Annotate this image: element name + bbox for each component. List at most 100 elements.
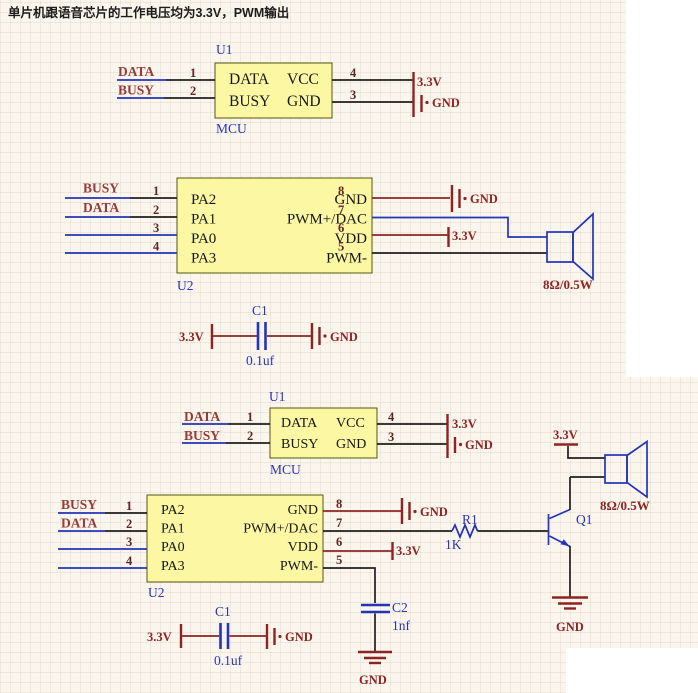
pin-label-pa0: PA0: [191, 231, 216, 247]
part-type-label: MCU: [216, 121, 247, 136]
resistor-icon: [451, 522, 479, 540]
power-label-33v: 3.3V: [179, 330, 204, 344]
pin-label-pa1: PA1: [191, 212, 216, 228]
ground-dot-icon: [458, 442, 463, 447]
power-label-33v: 3.3V: [452, 417, 477, 431]
component-value: 1nf: [392, 618, 411, 633]
bottom-c1-capacitor: C1 3.3V GND 0.1uf: [147, 604, 313, 668]
ground-dot-icon: [463, 196, 467, 201]
speaker-horn-icon: [626, 439, 648, 499]
chip-body: [176, 177, 373, 274]
speaker-icon: [546, 231, 574, 263]
power-label-gnd: GND: [420, 505, 448, 519]
power-label-gnd: GND: [470, 192, 498, 206]
top-c1-capacitor: C1 3.3V GND 0.1uf: [179, 303, 358, 368]
power-label-33v: 3.3V: [553, 428, 578, 442]
top-u2-block: U2 PA2 PA1 PA0 PA3 GND PWM+/DAC VDD PWM-…: [65, 177, 547, 293]
speaker-icon: [604, 454, 628, 484]
emitter-arrow-icon: [560, 539, 570, 547]
pin-number: 1: [153, 184, 159, 198]
pin-number: 3: [388, 430, 394, 444]
power-label-gnd: GND: [285, 630, 313, 644]
transistor-collector-icon: [549, 508, 571, 520]
top-u1-mcu-block: U1 DATA VCC BUSY GND MCU DATA 1 BUSY 2 4…: [117, 42, 460, 136]
speaker-top-wire: [567, 446, 605, 459]
pin-label-busy: BUSY: [229, 93, 270, 110]
pin-number: 3: [350, 88, 356, 102]
pin-number: 2: [126, 517, 132, 531]
component-value: 1K: [445, 537, 462, 552]
net-label-data: DATA: [184, 409, 220, 424]
pin-label-vdd: VDD: [335, 231, 368, 247]
pin-number: 5: [338, 240, 344, 254]
pin-label-busy: BUSY: [281, 437, 318, 452]
component-value: 0.1uf: [246, 353, 275, 368]
pin-number: 7: [336, 516, 342, 530]
pin-label-pa2: PA2: [191, 192, 216, 208]
pin-number: 4: [153, 240, 160, 254]
pwm-minus-wire: [323, 567, 376, 603]
ground-dot-icon: [425, 100, 429, 105]
pin-number: 3: [153, 221, 159, 235]
pin-number: 4: [350, 66, 357, 80]
pin-label-gnd: GND: [287, 93, 321, 110]
pin-number: 8: [338, 184, 344, 198]
ref-designator: Q1: [576, 512, 593, 527]
power-label-gnd: GND: [556, 620, 584, 634]
pin-label-gnd: GND: [336, 437, 366, 452]
page-title: 单片机跟语音芯片的工作电压均为3.3V，PWM输出: [8, 5, 289, 20]
ref-designator: C1: [215, 604, 231, 619]
pin-number: 5: [336, 553, 342, 567]
pin-label-pwm-dac: PWM+/DAC: [243, 522, 318, 537]
pin-number: 6: [338, 221, 344, 235]
power-label-gnd: GND: [465, 438, 493, 452]
part-type-label: MCU: [270, 462, 301, 477]
bottom-u2-block: U2 PA2 PA1 PA0 PA3 GND PWM+/DAC VDD PWM-…: [58, 494, 452, 603]
pin-label-gnd: GND: [288, 503, 318, 518]
speaker-horn-icon: [572, 212, 594, 281]
ref-designator: U1: [216, 42, 233, 57]
pin-label-vcc: VCC: [336, 416, 365, 431]
ref-designator: C1: [252, 303, 268, 318]
q1-transistor: Q1 GND: [547, 477, 593, 634]
speaker-value: 8Ω/0.5W: [543, 277, 593, 292]
pin-number: 1: [190, 66, 196, 80]
bottom-u1-mcu-block: U1 DATA VCC BUSY GND MCU DATA 1 BUSY 2 4…: [182, 389, 493, 477]
pin-number: 7: [338, 203, 344, 217]
speaker-value: 8Ω/0.5W: [600, 498, 650, 513]
power-label-33v: 3.3V: [417, 75, 442, 89]
power-label-33v: 3.3V: [452, 229, 477, 243]
pin-number: 8: [336, 497, 342, 511]
pin-label-data: DATA: [229, 71, 270, 88]
pin-label-pwm-minus: PWM-: [280, 559, 318, 574]
pin-number: 1: [126, 499, 132, 513]
c2-capacitor: C2 1nf GND: [358, 600, 411, 687]
net-label-data: DATA: [61, 516, 97, 531]
net-label-busy: BUSY: [83, 181, 119, 196]
pin-label-data: DATA: [281, 416, 318, 431]
pin-label-pa3: PA3: [161, 559, 185, 574]
net-label-busy: BUSY: [118, 83, 154, 98]
power-label-gnd: GND: [330, 330, 358, 344]
bottom-circuit: U1 DATA VCC BUSY GND MCU DATA 1 BUSY 2 4…: [58, 389, 650, 687]
top-circuit: U1 DATA VCC BUSY GND MCU DATA 1 BUSY 2 4…: [65, 42, 594, 368]
pin-label-vcc: VCC: [287, 71, 319, 88]
pin-number: 4: [126, 554, 133, 568]
chip-body: [146, 494, 324, 583]
net-label-data: DATA: [118, 64, 154, 79]
chip-body: [269, 407, 378, 459]
component-value: 0.1uf: [214, 653, 243, 668]
pin-number: 6: [336, 535, 342, 549]
pin-number: 2: [190, 84, 196, 98]
ground-dot-icon: [278, 634, 282, 639]
net-label-data: DATA: [83, 200, 119, 215]
power-label-gnd: GND: [432, 96, 460, 110]
ref-designator: U2: [148, 585, 165, 600]
power-label-33v: 3.3V: [147, 630, 172, 644]
bottom-speaker: 3.3V 8Ω/0.5W: [553, 428, 650, 513]
ref-designator: U2: [177, 278, 194, 293]
white-margin-top-right: [626, 0, 698, 377]
pin-label-pa0: PA0: [161, 540, 185, 555]
